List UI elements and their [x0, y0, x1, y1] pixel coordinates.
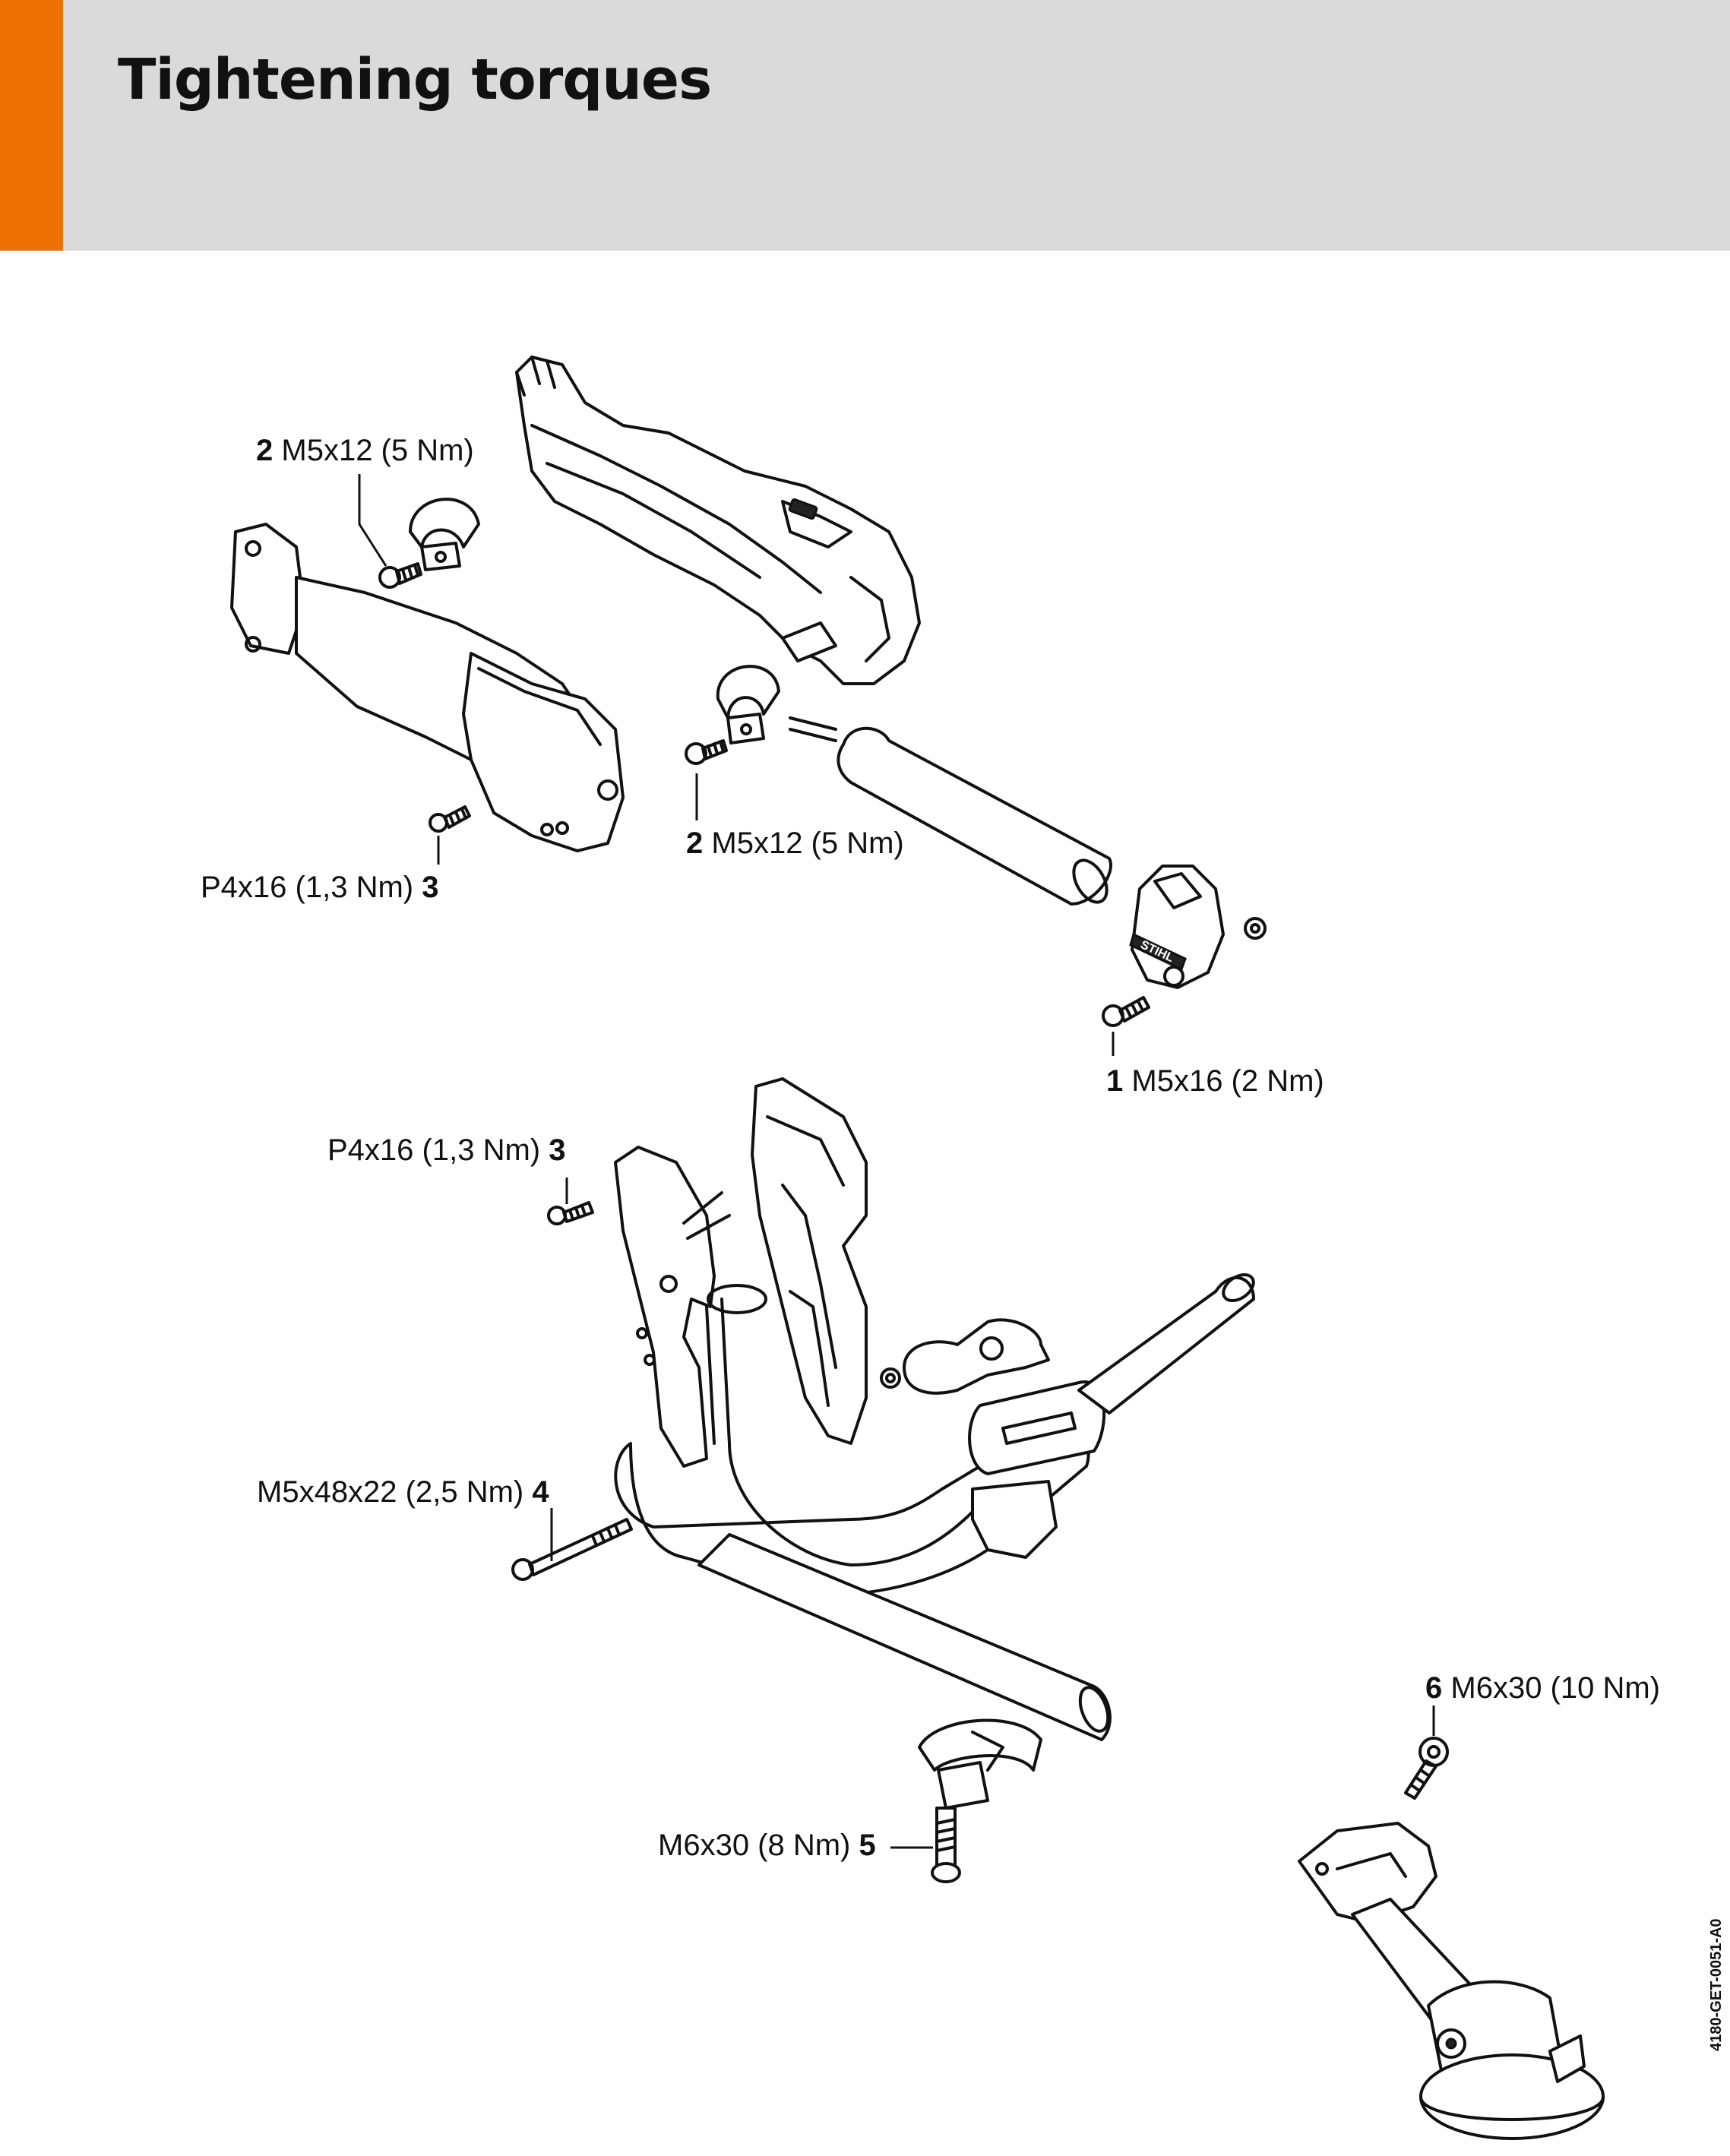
- screw-m5x12-middle: [685, 739, 728, 765]
- bike-handle-assembly: [614, 1077, 1255, 1741]
- callout-screw-2-middle: 2 M5x12 (5 Nm): [686, 827, 904, 860]
- screw-m6x30-lower: [931, 1807, 961, 1883]
- screw-p4x16-lower: [547, 1201, 594, 1225]
- screw-m5x12-upper: [378, 562, 422, 589]
- leader-lines: [358, 474, 1435, 1849]
- nut-stihl-clamp: [1244, 917, 1267, 940]
- screw-m5x16: [1102, 996, 1150, 1027]
- screw-m6x30-gear-head: [1404, 1737, 1449, 1800]
- callout-screw-3-upper: P4x16 (1,3 Nm) 3: [201, 871, 439, 904]
- document-code: 4180-GET-0051-A0: [1708, 1918, 1725, 2051]
- callout-screw-2-upper: 2 M5x12 (5 Nm): [256, 434, 474, 467]
- pipe-clamp-lower: [918, 1718, 1042, 1810]
- shaft-tube-right: [789, 716, 1112, 906]
- handle-grip-left: [230, 523, 625, 852]
- page-title: Tightening torques: [118, 47, 712, 112]
- screw-m5x48x22: [511, 1518, 633, 1581]
- accent-bar: [0, 0, 63, 251]
- screw-p4x16-upper: [429, 805, 471, 833]
- callout-screw-3-lower: P4x16 (1,3 Nm) 3: [327, 1133, 566, 1167]
- stihl-handle-clamp: STIHL: [1129, 865, 1225, 989]
- page-header: [0, 0, 1730, 251]
- pipe-clamp-upper: [409, 498, 480, 571]
- callout-screw-6: 6 M6x30 (10 Nm): [1425, 1671, 1660, 1705]
- callout-screw-4: M5x48x22 (2,5 Nm) 4: [257, 1475, 549, 1509]
- pipe-clamp-middle: [716, 665, 780, 744]
- gear-head-assembly: [1298, 1822, 1605, 2140]
- callout-screw-5: M6x30 (8 Nm) 5: [658, 1829, 876, 1862]
- callout-screw-1: 1 M5x16 (2 Nm): [1106, 1064, 1324, 1098]
- control-handle-housing-upper: [515, 356, 921, 685]
